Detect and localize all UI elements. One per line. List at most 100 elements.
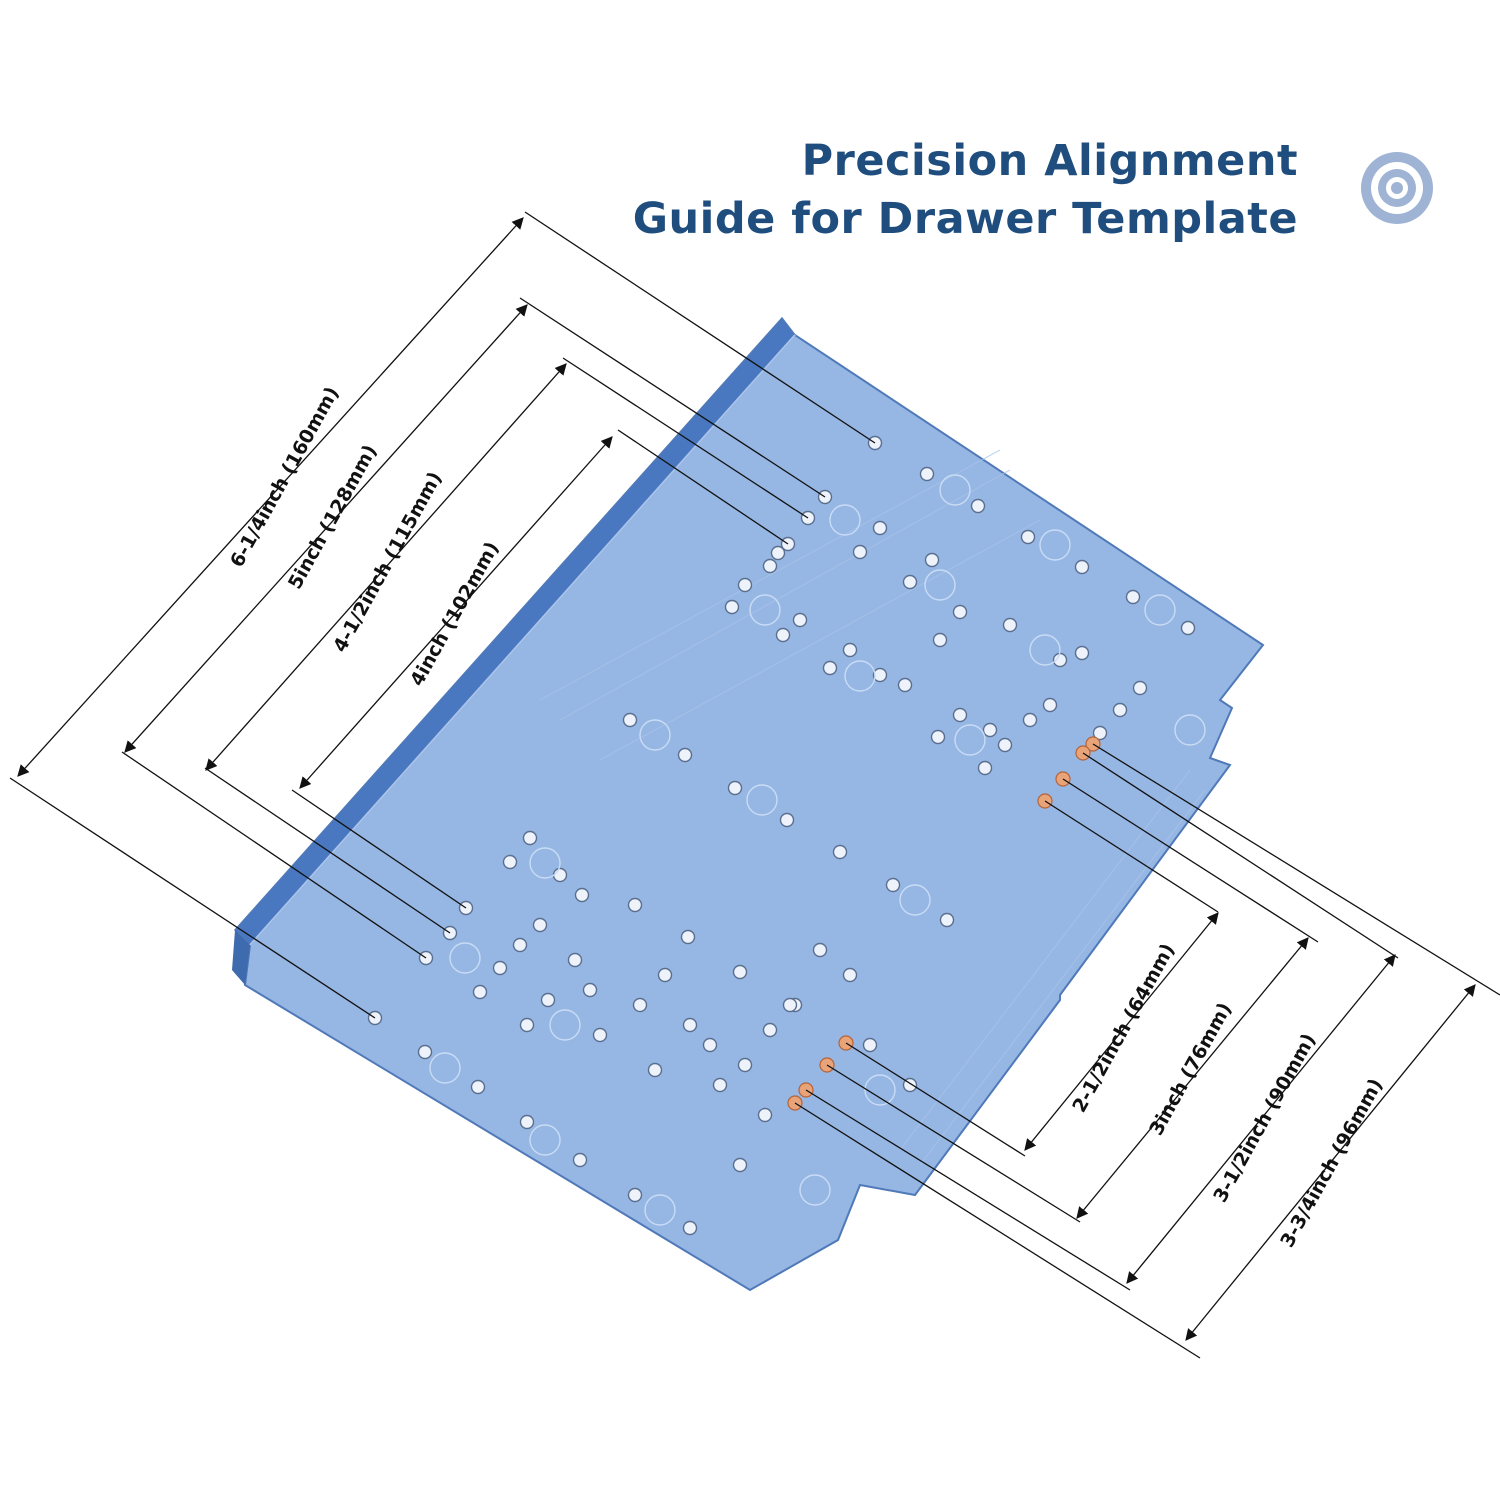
dim-label-76mm: 3inch (76mm)	[1145, 999, 1236, 1139]
plate-hole	[775, 627, 791, 643]
plate-hole	[647, 1062, 663, 1078]
plate-hole	[872, 520, 888, 536]
plate-hole	[842, 642, 858, 658]
plate-hole	[632, 997, 648, 1013]
plate-hole	[737, 577, 753, 593]
plate-hole	[574, 887, 590, 903]
plate-hole	[1112, 702, 1128, 718]
dim-label-96mm: 3-3/4inch (96mm)	[1276, 1075, 1387, 1251]
plate-large-hole	[924, 569, 956, 601]
leader-line	[805, 1089, 1131, 1291]
plate-hole	[782, 997, 798, 1013]
dim-label-64mm: 2-1/2inch (64mm)	[1068, 940, 1179, 1116]
plate-hole	[1042, 697, 1058, 713]
leader-line	[519, 297, 826, 498]
dim-line-102mm	[299, 436, 613, 789]
plate-hole	[762, 1022, 778, 1038]
plate-hole	[757, 1107, 773, 1123]
leader-line	[794, 1102, 1201, 1359]
plate-hole	[522, 830, 538, 846]
plate-hole	[832, 844, 848, 860]
plate-hole	[727, 780, 743, 796]
plate-hole	[970, 498, 986, 514]
plate-hole	[627, 897, 643, 913]
leader-line	[1044, 800, 1219, 913]
title-line-2: Guide for Drawer Template	[632, 194, 1298, 244]
plate-hole	[812, 942, 828, 958]
leader-line	[121, 751, 427, 959]
leader-line	[1092, 743, 1500, 996]
plate-hole	[567, 952, 583, 968]
plate-large-hole	[799, 1174, 831, 1206]
leader-line	[845, 1042, 1026, 1157]
plate-hole	[532, 917, 548, 933]
plate-hole	[762, 558, 778, 574]
plate-large-hole	[899, 884, 931, 916]
leader-line	[9, 777, 376, 1019]
plate-large-hole	[939, 474, 971, 506]
plate-hole	[897, 677, 913, 693]
plate-hole	[997, 737, 1013, 753]
plate-hole	[1125, 589, 1141, 605]
plate-hole	[770, 545, 786, 561]
plate-large-hole	[746, 784, 778, 816]
guide-line	[539, 449, 1001, 701]
plate-hole	[732, 1157, 748, 1173]
plate-hole	[1074, 645, 1090, 661]
plate-hole	[982, 722, 998, 738]
plate-hole	[1180, 620, 1196, 636]
plate-hole	[862, 1037, 878, 1053]
plate-hole	[502, 854, 518, 870]
dim-label-90mm: 3-1/2inch (90mm)	[1209, 1030, 1320, 1206]
plate-hole	[822, 660, 838, 676]
plate-large-hole	[864, 1074, 896, 1106]
plate-large-hole	[1039, 529, 1071, 561]
leader-line	[826, 1064, 1081, 1223]
template-plate	[232, 316, 1265, 1292]
plate-hole	[932, 632, 948, 648]
plate-large-hole	[1144, 594, 1176, 626]
plate-large-hole	[1029, 634, 1061, 666]
plate-hole	[540, 992, 556, 1008]
plate-hole	[952, 707, 968, 723]
plate-hole	[885, 877, 901, 893]
plate-hole	[1020, 529, 1036, 545]
plate-hole	[1002, 617, 1018, 633]
plate-hole	[872, 667, 888, 683]
plate-hole	[792, 612, 808, 628]
plate-hole	[1092, 725, 1108, 741]
plate-large-hole	[829, 504, 861, 536]
leader-line	[524, 211, 876, 444]
plate-hole	[680, 929, 696, 945]
plate-hole	[939, 912, 955, 928]
dimension-lines	[9, 211, 1500, 1359]
plate-hole	[592, 1027, 608, 1043]
dim-line-96mm	[1185, 984, 1476, 1341]
leader-line	[617, 429, 789, 545]
plate-large-hole	[644, 1194, 676, 1226]
plate-hole	[1132, 680, 1148, 696]
plate-hole	[1022, 712, 1038, 728]
plate-hole	[627, 1187, 643, 1203]
plate-hole	[852, 544, 868, 560]
plate-hole	[737, 1057, 753, 1073]
leader-line	[1062, 778, 1319, 943]
plate-large-hole	[449, 942, 481, 974]
plate-hole	[924, 552, 940, 568]
plate-hole	[552, 867, 568, 883]
plate-hole	[582, 982, 598, 998]
plate-hole	[842, 967, 858, 983]
plate-large-hole	[954, 724, 986, 756]
plate-hole	[732, 964, 748, 980]
plate-hole	[682, 1220, 698, 1236]
plate-hole	[919, 466, 935, 482]
plate-hole	[472, 984, 488, 1000]
plate-hole	[512, 937, 528, 953]
leader-line	[291, 789, 467, 909]
plate-large-hole	[549, 1009, 581, 1041]
plate-large-hole	[749, 594, 781, 626]
leader-line	[204, 767, 451, 934]
plate-hole	[417, 1044, 433, 1060]
plate-hole	[902, 574, 918, 590]
